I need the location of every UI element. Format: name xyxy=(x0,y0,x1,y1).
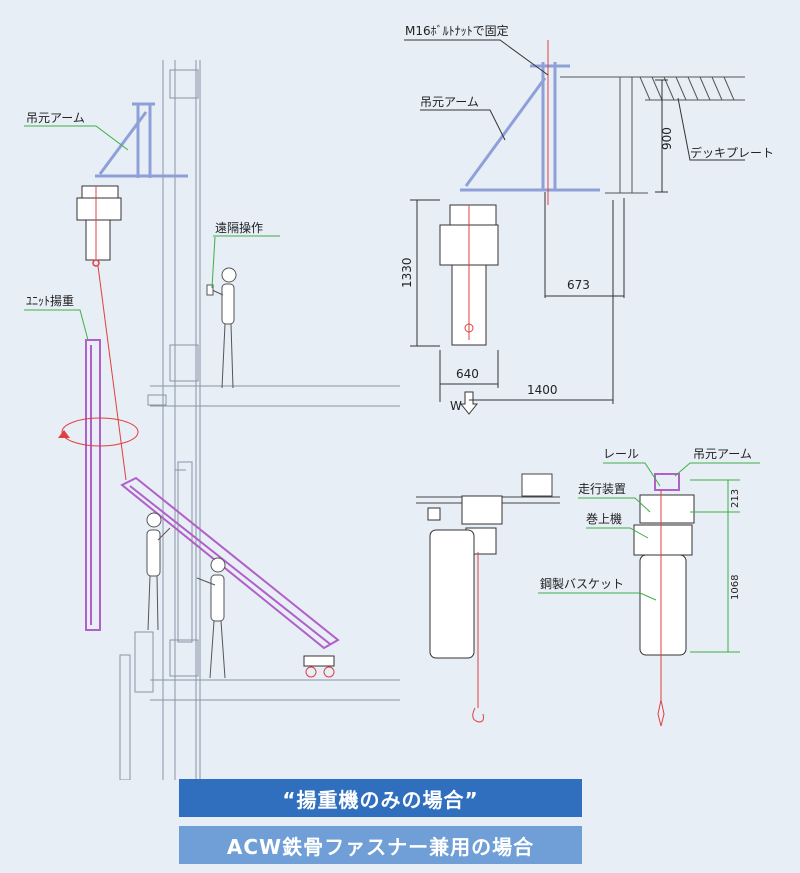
lifting-rope xyxy=(97,265,127,481)
leader-lines-bottom xyxy=(538,462,760,601)
worker-figure-1 xyxy=(146,512,171,631)
dim-900: 900 xyxy=(660,127,674,150)
dim-640: 640 xyxy=(456,367,479,381)
label-remote: 遠隔操作 xyxy=(215,220,263,235)
label-arm-bottom: 吊元アーム xyxy=(693,447,752,461)
building-structure xyxy=(119,60,400,780)
dimension-lines-top xyxy=(410,79,668,404)
dim-1400: 1400 xyxy=(527,383,558,397)
left-hoist xyxy=(76,185,122,267)
banner-hoist-only: “揚重機のみの場合” xyxy=(179,779,582,817)
label-arm-left: 吊元アーム xyxy=(26,111,85,125)
side-view-hoist xyxy=(427,495,503,723)
label-hoist: 巻上機 xyxy=(586,511,622,526)
inclined-unit-panel xyxy=(120,476,340,650)
right-hoist-elevation xyxy=(439,204,499,346)
worker-figure-2 xyxy=(196,557,226,679)
left-arm-bracket xyxy=(95,102,188,178)
banner-acw: ACW鉄骨ファスナー兼用の場合 xyxy=(179,826,582,864)
label-rail: レール xyxy=(603,447,639,461)
rotation-arrow xyxy=(61,417,139,447)
right-arm-bracket xyxy=(460,62,600,192)
dimension-lines-bottom xyxy=(690,479,740,653)
label-bolt: M16ﾎﾞﾙﾄﾅｯﾄで固定 xyxy=(405,23,509,38)
front-view-hoist xyxy=(633,490,695,727)
label-load-w: W xyxy=(450,399,462,413)
leader-lines-top xyxy=(404,39,745,161)
label-traveling: 走行装置 xyxy=(578,482,626,496)
diagram-canvas: 吊元アーム 遠隔操作 ﾕﾆｯﾄ揚重 W xyxy=(24,23,774,780)
dim-1068: 1068 xyxy=(730,575,741,600)
dim-1330: 1330 xyxy=(400,257,414,288)
label-basket: 鋼製バスケット xyxy=(540,577,624,591)
hanging-unit-panel xyxy=(85,339,101,631)
label-arm-right: 吊元アーム xyxy=(420,95,479,109)
rotation-arrowhead xyxy=(58,430,70,438)
deck-plate-structure xyxy=(560,76,745,194)
worker-figure-remote xyxy=(206,267,237,389)
panel-cart xyxy=(303,655,335,678)
label-unit-lift: ﾕﾆｯﾄ揚重 xyxy=(26,294,74,308)
label-deck: デッキプレート xyxy=(690,145,774,160)
front-view-arm xyxy=(654,473,680,491)
dim-673: 673 xyxy=(567,278,590,292)
load-arrow xyxy=(459,391,479,415)
dim-213: 213 xyxy=(730,489,741,508)
leader-lines-left xyxy=(24,125,280,341)
